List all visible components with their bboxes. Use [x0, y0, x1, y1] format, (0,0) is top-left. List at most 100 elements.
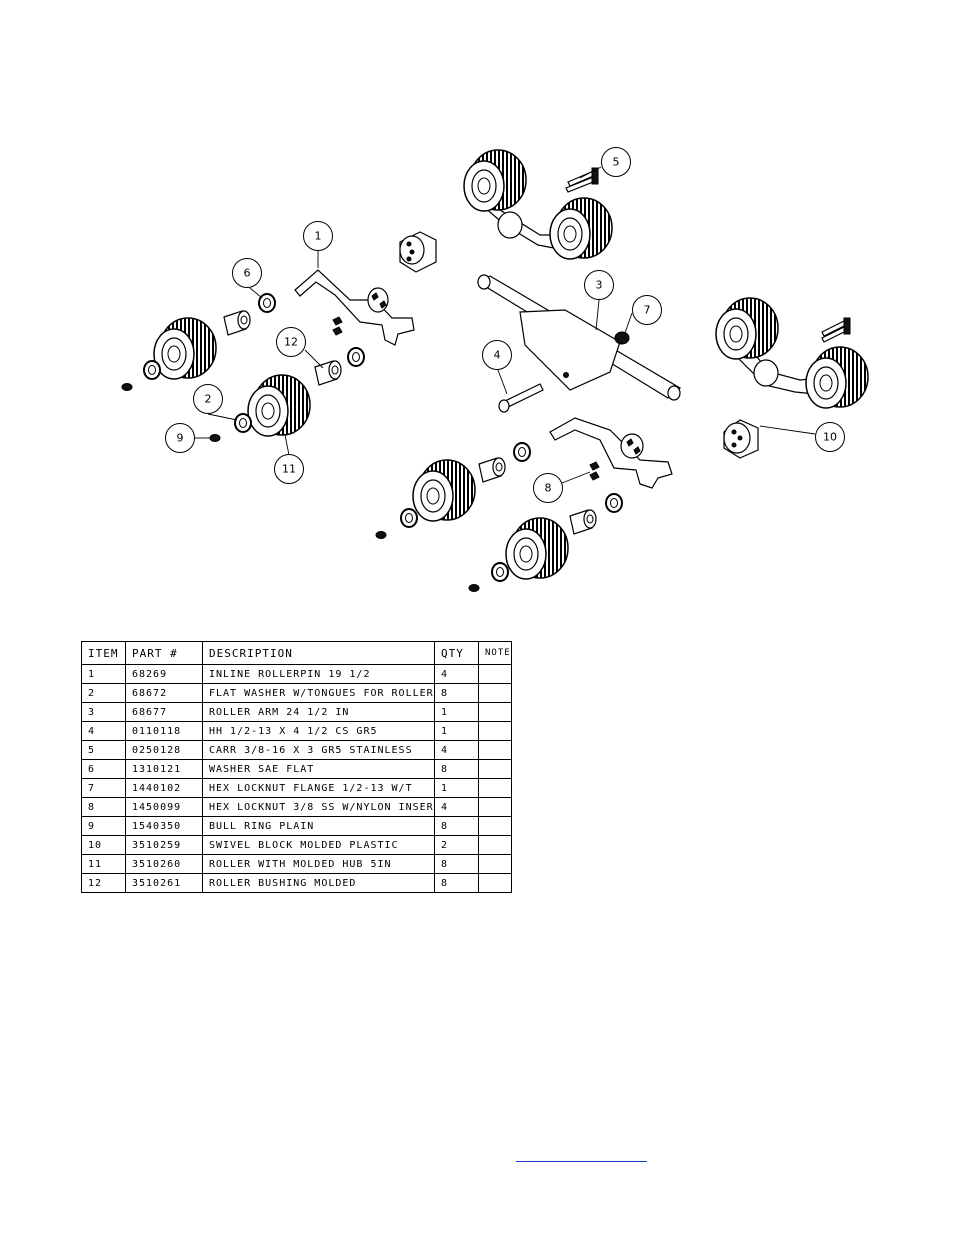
roller-lower-a [412, 459, 476, 522]
washer-left-c [347, 347, 365, 367]
bushing-lower-a [478, 457, 506, 483]
balloon-5: 5 [601, 147, 631, 177]
svg-text:8: 8 [545, 482, 552, 495]
cell-description: HEX LOCKNUT 3/8 SS W/NYLON INSER [202, 797, 435, 817]
cell-qty: 8 [434, 873, 479, 893]
header-part-number: PART # [125, 641, 203, 665]
cell-description: HH 1/2-13 X 4 1/2 CS GR5 [202, 721, 435, 741]
leader-lines [194, 166, 816, 484]
balloon-4: 4 [482, 340, 512, 370]
balloon-6: 6 [232, 258, 262, 288]
cell-note [478, 797, 512, 817]
cell-qty: 2 [434, 835, 479, 855]
cell-description: ROLLER WITH MOLDED HUB 5IN [202, 854, 435, 874]
cell-part-number: 68672 [125, 683, 203, 703]
svg-text:4: 4 [494, 349, 501, 362]
svg-text:6: 6 [244, 267, 251, 280]
cell-qty: 4 [434, 664, 479, 684]
svg-text:1: 1 [315, 230, 322, 243]
locknut-7 [614, 331, 630, 345]
cell-part-number: 0250128 [125, 740, 203, 760]
table-header-row: ITEM PART # DESCRIPTION QTY NOTE [81, 641, 512, 665]
cell-note [478, 664, 512, 684]
right-roller-pair [715, 297, 869, 409]
roller-arm [476, 274, 682, 401]
balloon-2: 2 [193, 384, 223, 414]
washer-lower-d [605, 493, 623, 513]
svg-text:10: 10 [823, 431, 837, 444]
balloon-1: 1 [303, 221, 333, 251]
cell-description: SWIVEL BLOCK MOLDED PLASTIC [202, 835, 435, 855]
balloon-12: 12 [276, 327, 306, 357]
cell-qty: 8 [434, 683, 479, 703]
balloon-11: 11 [274, 454, 304, 484]
cell-item: 10 [81, 835, 126, 855]
bushing-12 [314, 360, 342, 386]
locknut-8 [589, 461, 600, 481]
cell-qty: 8 [434, 759, 479, 779]
header-note: NOTE [478, 641, 512, 665]
cell-part-number: 68677 [125, 702, 203, 722]
cell-description: INLINE ROLLERPIN 19 1/2 [202, 664, 435, 684]
cell-qty: 1 [434, 702, 479, 722]
cell-description: BULL RING PLAIN [202, 816, 435, 836]
svg-text:11: 11 [282, 463, 296, 476]
cell-description: CARR 3/8-16 X 3 GR5 STAINLESS [202, 740, 435, 760]
cell-item: 11 [81, 854, 126, 874]
balloon-7: 7 [632, 295, 662, 325]
cell-part-number: 1450099 [125, 797, 203, 817]
cell-item: 7 [81, 778, 126, 798]
cell-note [478, 854, 512, 874]
cell-part-number: 1540350 [125, 816, 203, 836]
washer-2 [234, 413, 252, 433]
balloon-3: 3 [584, 270, 614, 300]
cell-qty: 1 [434, 778, 479, 798]
cell-qty: 4 [434, 740, 479, 760]
cell-item: 4 [81, 721, 126, 741]
top-roller-pair [463, 149, 613, 260]
bushing-left-a [223, 310, 251, 336]
cell-note [478, 683, 512, 703]
cell-note [478, 702, 512, 722]
roller-left-a [153, 317, 217, 380]
cell-description: FLAT WASHER W/TONGUES FOR ROLLER [202, 683, 435, 703]
cell-note [478, 816, 512, 836]
svg-text:9: 9 [177, 432, 184, 445]
cell-note [478, 835, 512, 855]
cell-item: 1 [81, 664, 126, 684]
cell-part-number: 3510260 [125, 854, 203, 874]
roller-left-b [247, 374, 311, 437]
swivel-block-top [399, 231, 437, 273]
cell-description: ROLLER BUSHING MOLDED [202, 873, 435, 893]
cell-note [478, 721, 512, 741]
washer-6 [258, 293, 276, 313]
footer-link[interactable] [516, 1160, 647, 1162]
cell-part-number: 1310121 [125, 759, 203, 779]
locknut-left [332, 316, 343, 336]
cell-item: 3 [81, 702, 126, 722]
header-description: DESCRIPTION [202, 641, 435, 665]
header-item: ITEM [81, 641, 126, 665]
ring-9 [209, 434, 221, 442]
cell-item: 2 [81, 683, 126, 703]
cell-note [478, 873, 512, 893]
cell-item: 6 [81, 759, 126, 779]
washer-left-a [143, 360, 161, 380]
header-qty: QTY [434, 641, 479, 665]
cell-note [478, 740, 512, 760]
balloon-8: 8 [533, 473, 563, 503]
rollerpin-left [294, 269, 415, 346]
cell-part-number: 68269 [125, 664, 203, 684]
ring-lower-a [375, 531, 387, 539]
bolt-4 [498, 383, 544, 413]
cell-description: WASHER SAE FLAT [202, 759, 435, 779]
svg-text:12: 12 [284, 336, 298, 349]
cell-qty: 1 [434, 721, 479, 741]
